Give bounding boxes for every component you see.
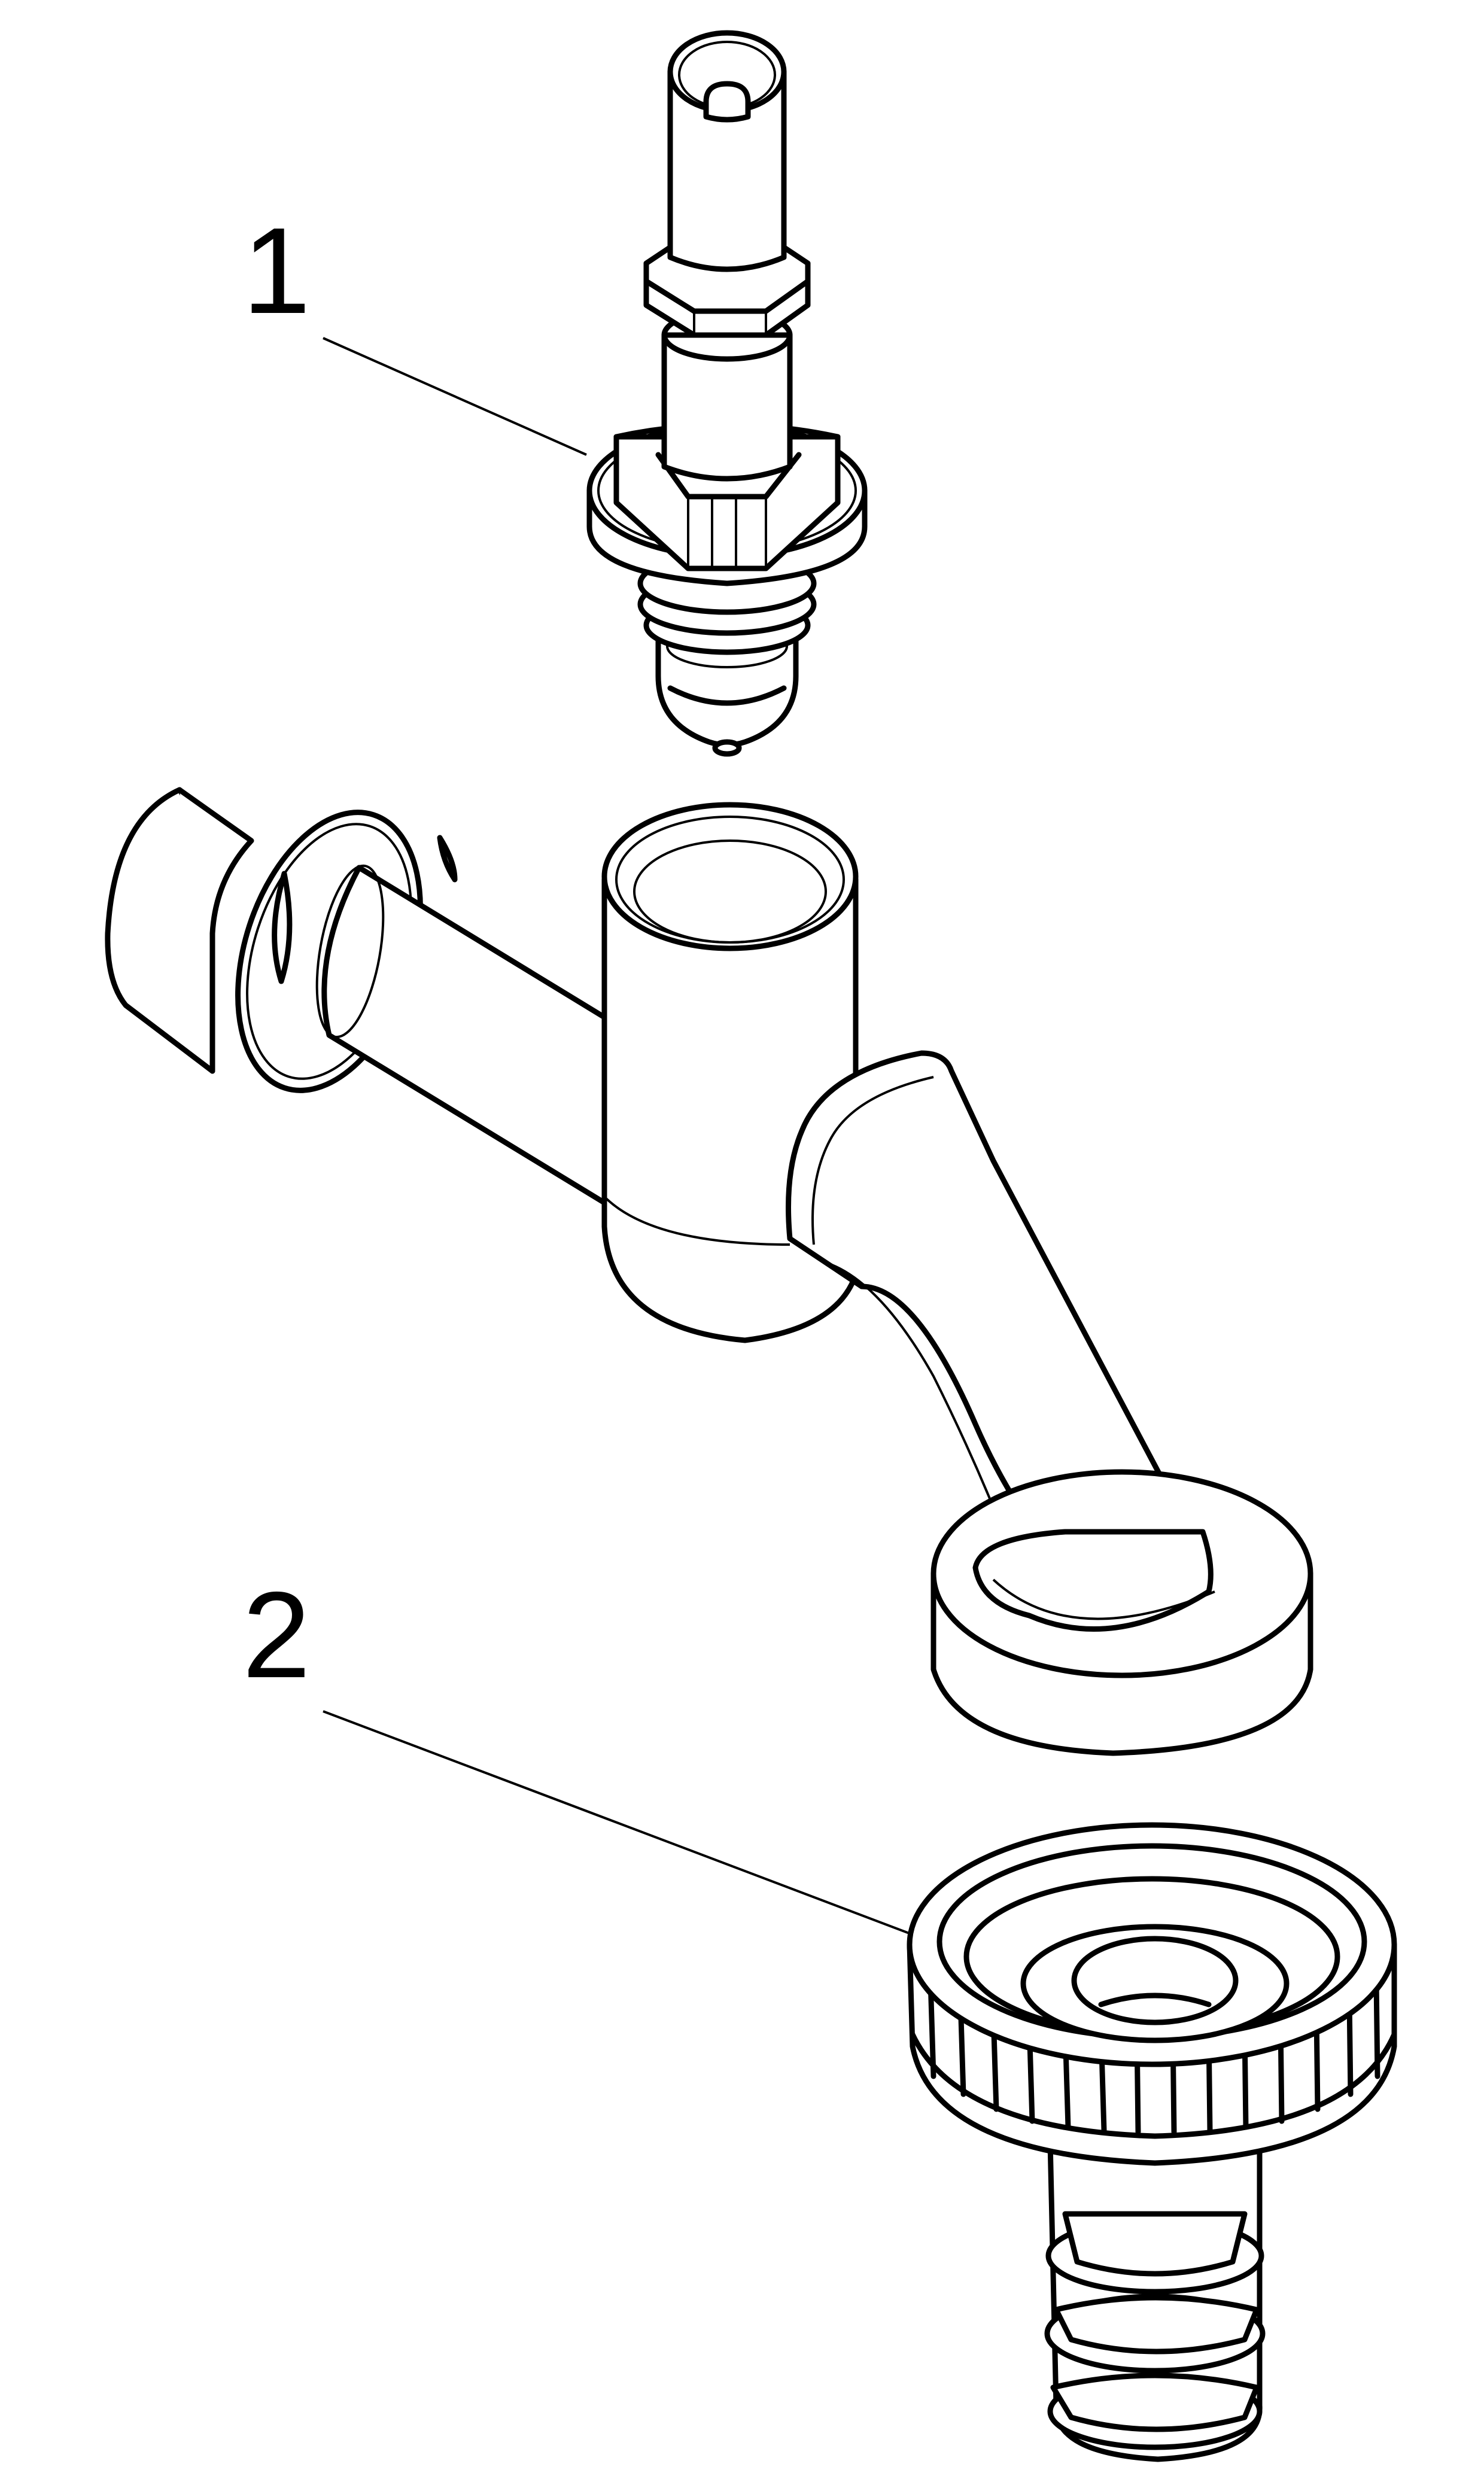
callout-1-leader [323,337,587,456]
hose-connector-part [907,1822,1397,2462]
callout-label-1: 1 [242,202,311,339]
valve-insert-part [586,30,868,757]
callout-label-2: 2 [242,1566,311,1704]
tap-body-part [105,787,1313,1756]
callout-2-leader [323,1710,916,1937]
